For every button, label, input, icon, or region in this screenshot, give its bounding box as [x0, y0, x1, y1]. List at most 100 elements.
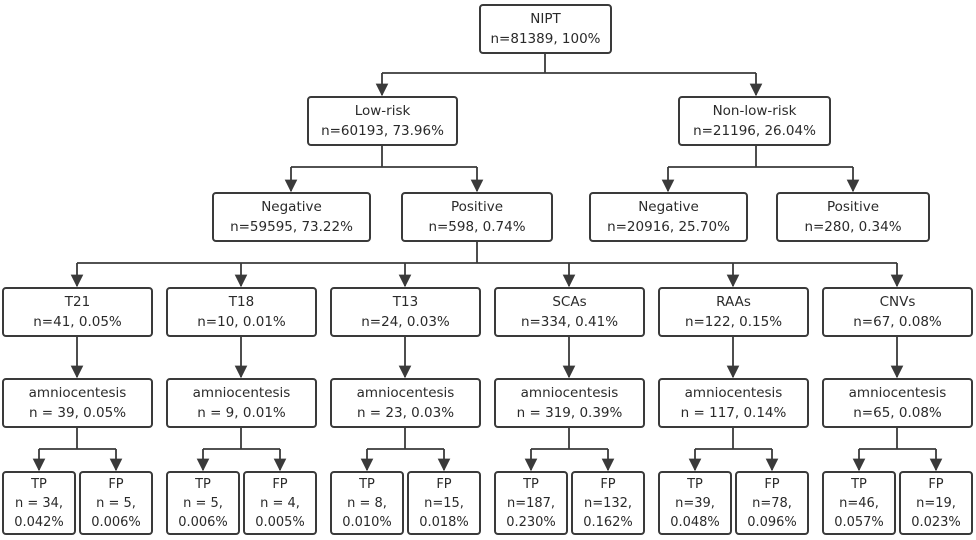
node-non-low-risk: Non-low-risk n=21196, 26.04%: [678, 96, 831, 146]
node-true-positive-percent: 0.042%: [14, 514, 64, 530]
node-amniocentesis-title: amniocentesis: [356, 385, 455, 401]
node-low-risk-positive: Positive n=598, 0.74%: [401, 192, 553, 242]
node-non-low-risk-positive-stat: n=280, 0.34%: [804, 219, 902, 235]
node-true-positive-label: TP: [687, 476, 703, 492]
node-low-risk-negative: Negative n=59595, 73.22%: [212, 192, 371, 242]
node-false-positive: FP n=132, 0.162%: [571, 471, 645, 535]
node-low-risk-negative-title: Negative: [261, 199, 322, 215]
node-false-positive-label: FP: [272, 476, 288, 492]
node-category-stat: n=122, 0.15%: [684, 314, 783, 330]
node-nipt-stat: n=81389, 100%: [490, 31, 601, 47]
node-category-title: T13: [392, 294, 419, 310]
node-false-positive-label: FP: [436, 476, 452, 492]
node-category-title: T21: [64, 294, 91, 310]
node-amniocentesis: amniocentesis n=65, 0.08%: [822, 378, 973, 428]
node-false-positive-count: n=78,: [752, 495, 792, 511]
node-true-positive-count: n=46,: [839, 495, 879, 511]
node-amniocentesis-title: amniocentesis: [684, 385, 783, 401]
node-amniocentesis-stat: n=65, 0.08%: [853, 405, 942, 421]
node-category-stat: n=24, 0.03%: [361, 314, 450, 330]
node-category: T21 n=41, 0.05%: [2, 287, 153, 337]
node-amniocentesis: amniocentesis n = 23, 0.03%: [330, 378, 481, 428]
node-amniocentesis-stat: n = 319, 0.39%: [516, 405, 623, 421]
node-amniocentesis-title: amniocentesis: [192, 385, 291, 401]
node-true-positive-label: TP: [523, 476, 539, 492]
node-true-positive-percent: 0.230%: [506, 514, 556, 530]
node-true-positive-count: n=39,: [675, 495, 715, 511]
node-non-low-risk-positive: Positive n=280, 0.34%: [776, 192, 930, 242]
node-non-low-risk-negative-stat: n=20916, 25.70%: [607, 219, 730, 235]
node-false-positive-percent: 0.162%: [583, 514, 633, 530]
node-non-low-risk-stat: n=21196, 26.04%: [693, 123, 816, 139]
node-false-positive-percent: 0.023%: [911, 514, 961, 530]
node-amniocentesis-title: amniocentesis: [28, 385, 127, 401]
node-false-positive-percent: 0.096%: [747, 514, 797, 530]
node-true-positive-percent: 0.010%: [342, 514, 392, 530]
node-false-positive-percent: 0.006%: [91, 514, 141, 530]
node-low-risk-positive-title: Positive: [450, 199, 504, 215]
node-false-positive: FP n = 5, 0.006%: [79, 471, 153, 535]
node-false-positive-label: FP: [764, 476, 780, 492]
node-category-stat: n=334, 0.41%: [520, 314, 619, 330]
node-amniocentesis-stat: n = 9, 0.01%: [197, 405, 286, 421]
node-false-positive: FP n=19, 0.023%: [899, 471, 973, 535]
node-true-positive-count: n = 8,: [347, 495, 387, 511]
node-amniocentesis-stat: n = 23, 0.03%: [356, 405, 455, 421]
node-non-low-risk-title: Non-low-risk: [712, 103, 797, 119]
node-true-positive-label: TP: [195, 476, 211, 492]
node-nipt-title: NIPT: [530, 11, 561, 27]
node-category-stat: n=41, 0.05%: [33, 314, 122, 330]
node-false-positive: FP n=78, 0.096%: [735, 471, 809, 535]
node-false-positive-percent: 0.018%: [419, 514, 469, 530]
node-category-title: RAAs: [716, 294, 751, 310]
node-false-positive-label: FP: [928, 476, 944, 492]
node-true-positive: TP n = 5, 0.006%: [166, 471, 240, 535]
node-category: SCAs n=334, 0.41%: [494, 287, 645, 337]
node-true-positive-percent: 0.057%: [834, 514, 884, 530]
node-true-positive: TP n = 8, 0.010%: [330, 471, 404, 535]
node-false-positive-count: n = 5,: [96, 495, 136, 511]
node-true-positive-label: TP: [359, 476, 375, 492]
node-amniocentesis-title: amniocentesis: [848, 385, 947, 401]
node-true-positive-count: n = 34,: [14, 495, 64, 511]
node-amniocentesis: amniocentesis n = 117, 0.14%: [658, 378, 809, 428]
node-category-stat: n=10, 0.01%: [197, 314, 286, 330]
node-true-positive: TP n = 34, 0.042%: [2, 471, 76, 535]
node-category-title: T18: [228, 294, 255, 310]
node-non-low-risk-positive-title: Positive: [826, 199, 880, 215]
node-false-positive-percent: 0.005%: [255, 514, 305, 530]
node-true-positive-count: n = 5,: [183, 495, 223, 511]
node-true-positive: TP n=39, 0.048%: [658, 471, 732, 535]
node-false-positive-count: n=19,: [916, 495, 956, 511]
node-amniocentesis-stat: n = 39, 0.05%: [28, 405, 127, 421]
node-non-low-risk-negative: Negative n=20916, 25.70%: [589, 192, 748, 242]
node-category-stat: n=67, 0.08%: [853, 314, 942, 330]
node-amniocentesis-stat: n = 117, 0.14%: [680, 405, 787, 421]
node-nipt: NIPT n=81389, 100%: [479, 4, 612, 54]
node-true-positive: TP n=46, 0.057%: [822, 471, 896, 535]
node-low-risk-title: Low-risk: [354, 103, 411, 119]
node-false-positive-label: FP: [108, 476, 124, 492]
node-category: CNVs n=67, 0.08%: [822, 287, 973, 337]
node-low-risk-positive-stat: n=598, 0.74%: [428, 219, 526, 235]
node-category: T13 n=24, 0.03%: [330, 287, 481, 337]
node-category-title: CNVs: [879, 294, 916, 310]
node-true-positive-percent: 0.048%: [670, 514, 720, 530]
node-category-title: SCAs: [552, 294, 587, 310]
node-category: T18 n=10, 0.01%: [166, 287, 317, 337]
node-low-risk-stat: n=60193, 73.96%: [321, 123, 444, 139]
node-true-positive-label: TP: [31, 476, 47, 492]
node-low-risk-negative-stat: n=59595, 73.22%: [230, 219, 353, 235]
node-low-risk: Low-risk n=60193, 73.96%: [307, 96, 458, 146]
node-false-positive-count: n=132,: [583, 495, 633, 511]
node-amniocentesis: amniocentesis n = 9, 0.01%: [166, 378, 317, 428]
node-true-positive-label: TP: [851, 476, 867, 492]
node-false-positive-count: n=15,: [424, 495, 464, 511]
node-false-positive-label: FP: [600, 476, 616, 492]
node-non-low-risk-negative-title: Negative: [638, 199, 699, 215]
node-true-positive-percent: 0.006%: [178, 514, 228, 530]
